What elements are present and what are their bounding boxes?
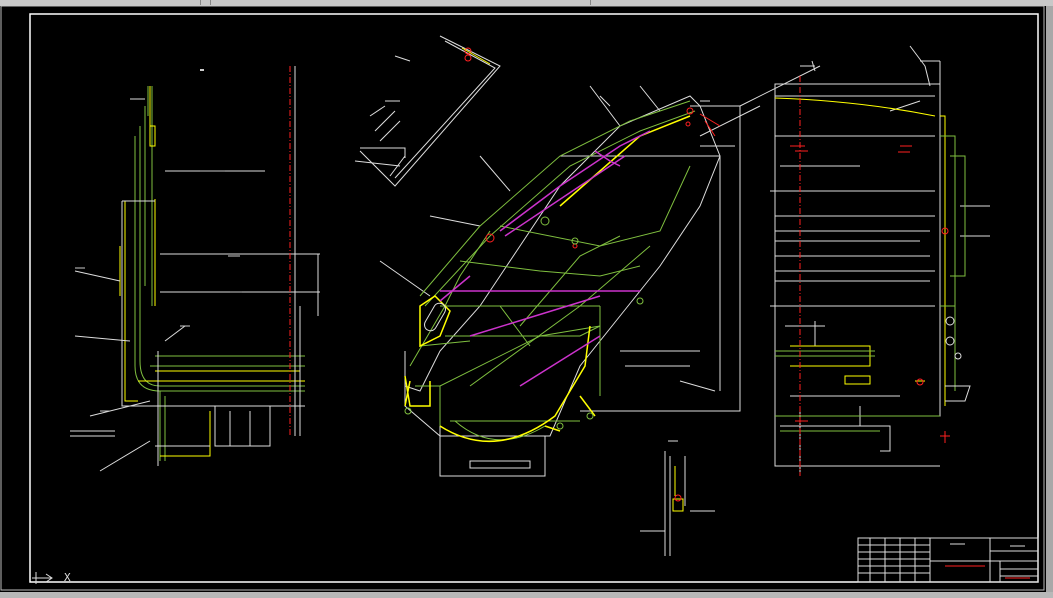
ucs-axis-icon <box>32 572 53 584</box>
toolbar-segment[interactable] <box>0 0 201 5</box>
cad-drawing-canvas[interactable]: X <box>0 6 1046 592</box>
canvas-background <box>0 6 1046 592</box>
vertical-scrollbar[interactable] <box>1046 6 1053 592</box>
small-section-detail <box>640 440 715 556</box>
ucs-axis-label: X <box>64 571 71 584</box>
main-assembly-view <box>379 65 821 477</box>
toolbar-segment[interactable] <box>200 0 211 5</box>
horizontal-scrollbar[interactable] <box>0 592 1053 598</box>
drawing-frame <box>0 6 1045 591</box>
toolbar-segment[interactable] <box>210 0 591 5</box>
left-section-view <box>70 66 320 472</box>
right-side-view <box>770 45 990 476</box>
inclined-detail-view <box>354 35 501 187</box>
top-toolbar-strip <box>0 0 1053 6</box>
title-block <box>857 537 1039 583</box>
